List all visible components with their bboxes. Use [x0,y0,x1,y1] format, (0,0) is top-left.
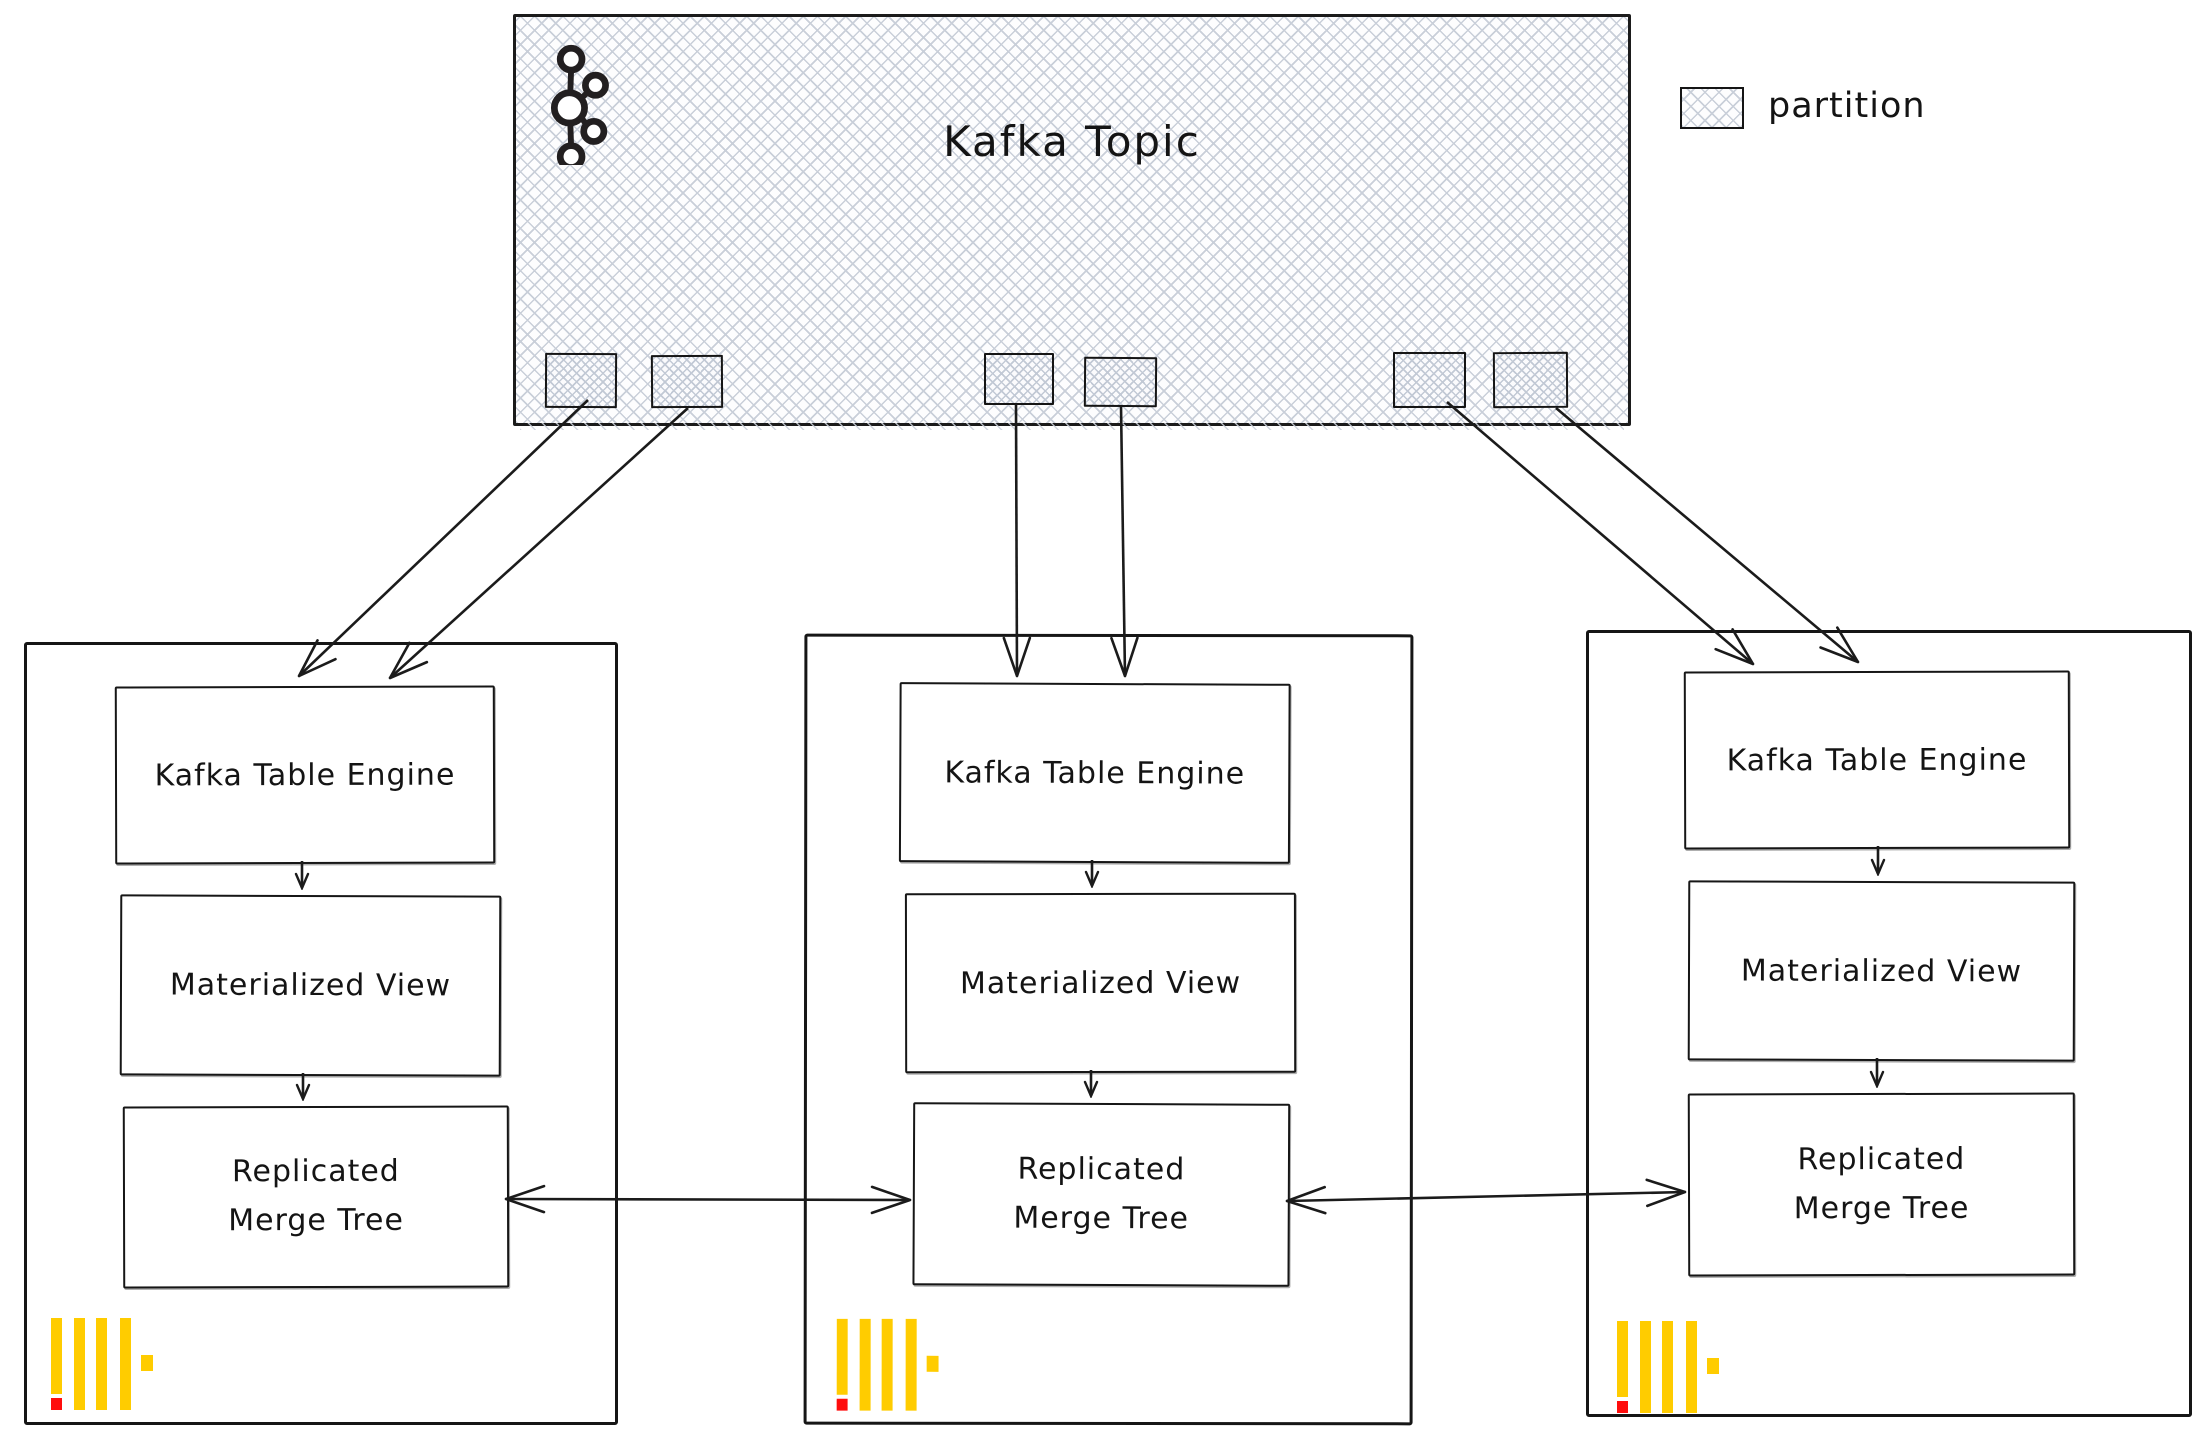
legend: partition [1680,86,1926,130]
partition-swatch-icon [1680,87,1744,129]
replica-1: Kafka Table Engine Materialized View Rep… [24,642,618,1425]
partition-box-5 [1393,352,1466,408]
partition-box-2 [650,354,724,409]
kafka-table-engine-label: Kafka Table Engine [154,757,456,793]
partition-box-1 [544,352,618,409]
kafka-table-engine-label: Kafka Table Engine [944,754,1246,792]
partition-box-4 [1083,356,1158,408]
materialized-view-box-3: Materialized View [1687,880,2076,1062]
materialized-view-label: Materialized View [1740,953,2023,989]
arrow-partition5-to-replica3 [1446,401,1755,666]
materialized-view-label: Materialized View [959,965,1242,1001]
materialized-view-label: Materialized View [169,967,452,1004]
kafka-topic-title: Kafka Topic [943,117,1201,166]
replica-3: Kafka Table Engine Materialized View Rep… [1586,630,2192,1417]
legend-label: partition [1768,86,1926,126]
arrow-partition6-to-replica3 [1555,407,1860,664]
clickhouse-logo-icon [836,1318,939,1411]
kafka-logo-icon [550,44,609,165]
partition-box-6 [1492,351,1569,409]
clickhouse-logo-icon [51,1318,153,1410]
materialized-view-box-2: Materialized View [904,892,1297,1074]
clickhouse-logo-icon [1617,1321,1719,1413]
partition-box-3 [984,353,1054,405]
materialized-view-box-1: Materialized View [119,894,502,1077]
kafka-table-engine-label: Kafka Table Engine [1726,742,2028,778]
replica-2: Kafka Table Engine Materialized View Rep… [803,633,1414,1426]
kafka-table-engine-box-1: Kafka Table Engine [114,685,496,865]
arrow-partition1-to-replica1 [297,399,589,678]
kafka-table-engine-box-3: Kafka Table Engine [1683,670,2071,850]
kafka-table-engine-box-2: Kafka Table Engine [898,682,1291,864]
arrow-partition2-to-replica1 [388,407,689,680]
